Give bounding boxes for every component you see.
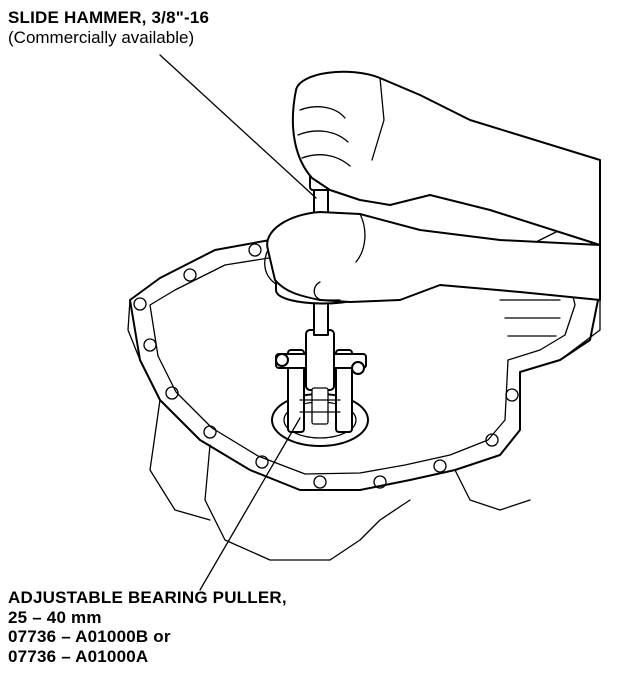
bearing-puller-title: ADJUSTABLE BEARING PULLER, <box>8 588 287 607</box>
bearing-puller <box>275 329 367 433</box>
slide-hammer-subtitle: (Commercially available) <box>8 27 195 47</box>
bearing-puller-size: 25 – 40 mm <box>8 607 102 627</box>
bearing-puller-leader <box>199 417 301 591</box>
slide-hammer-title: SLIDE HAMMER, 3/8"-16 <box>8 8 210 27</box>
bearing-puller-part-1: 07736 – A01000B or <box>8 627 171 647</box>
bearing-puller-callout: ADJUSTABLE BEARING PULLER, 25 – 40 mm 07… <box>8 588 287 666</box>
technician-hands <box>264 70 601 303</box>
bearing-puller-part-2: 07736 – A01000A <box>8 646 149 666</box>
slide-hammer-callout: SLIDE HAMMER, 3/8"-16 (Commercially avai… <box>8 8 209 47</box>
slide-hammer-leader <box>159 54 317 199</box>
